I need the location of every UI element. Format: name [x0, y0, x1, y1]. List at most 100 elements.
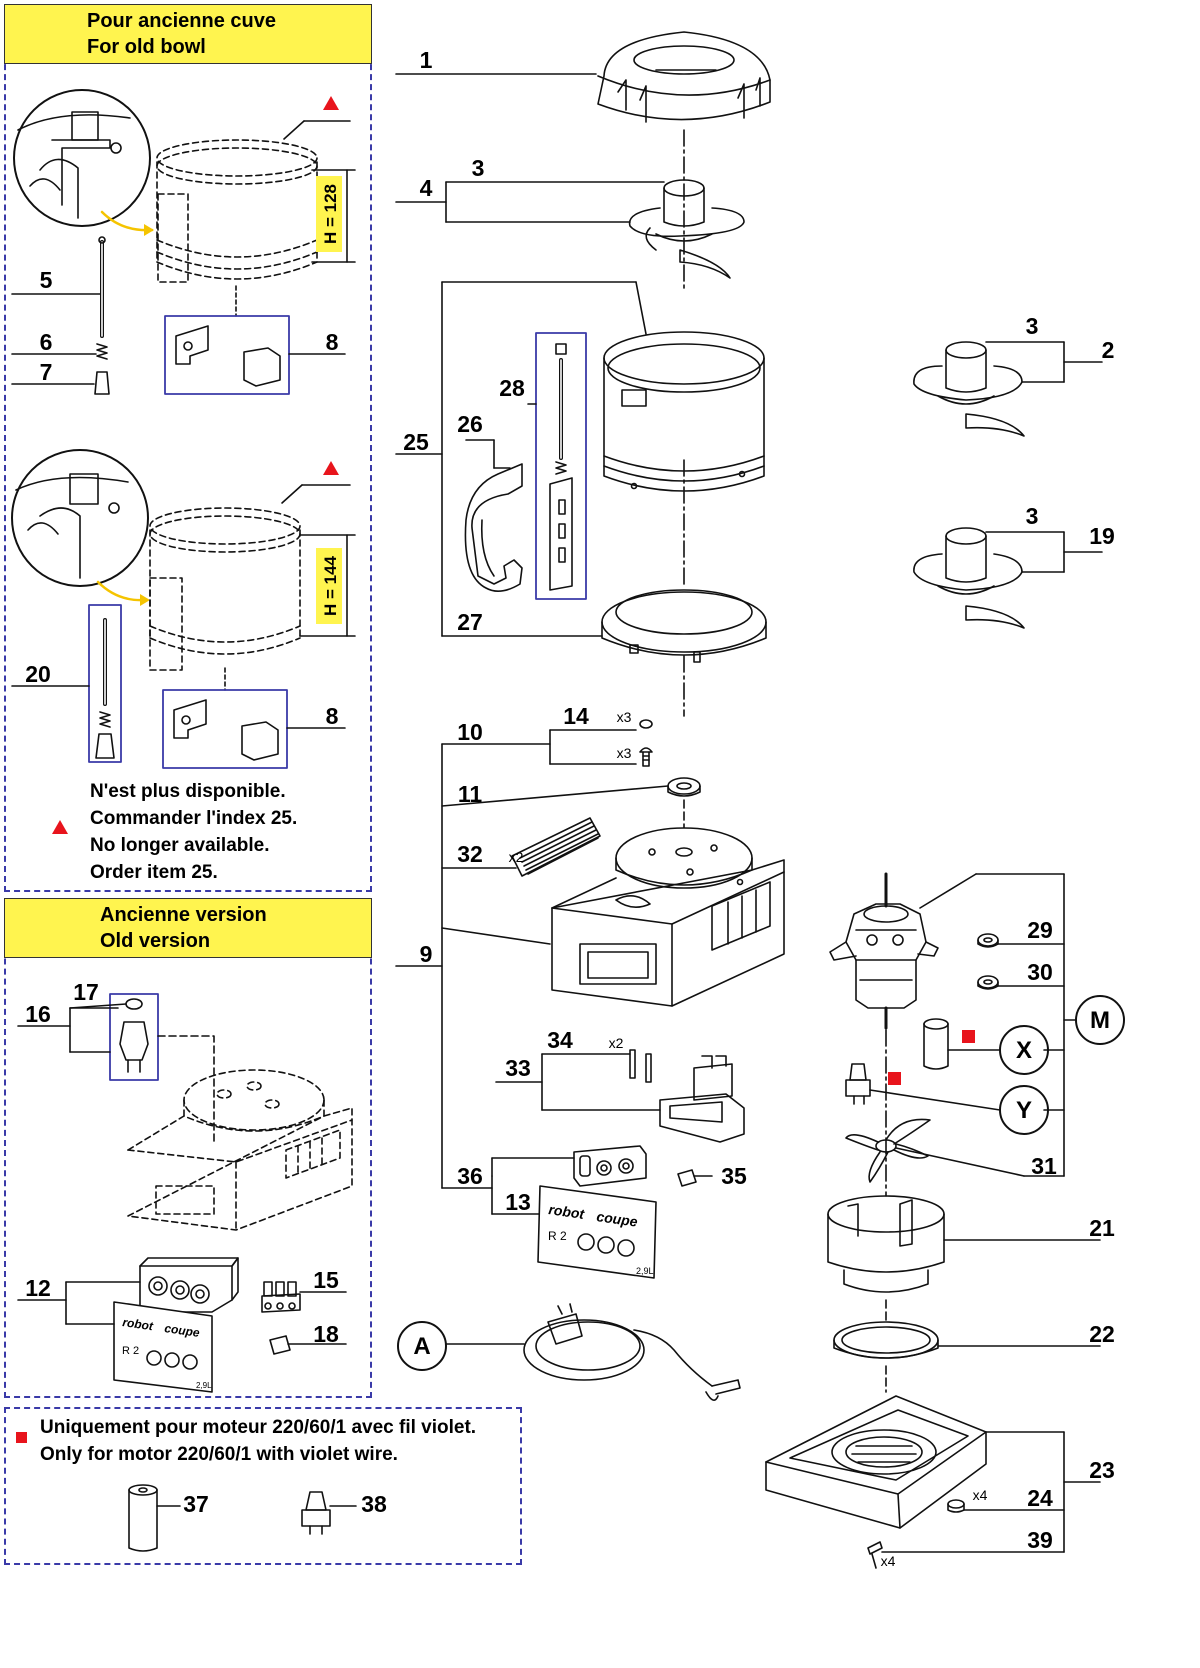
callout-10: 10	[457, 719, 483, 745]
handle-part-26	[464, 463, 523, 592]
old-version-header: Ancienne version Old version	[4, 898, 372, 958]
callout-7: 7	[40, 359, 53, 385]
fan-part-31	[845, 1118, 931, 1183]
motor-housing-part-21	[827, 1195, 945, 1293]
callout-32: 32	[457, 841, 483, 867]
callout-21: 21	[1089, 1215, 1115, 1241]
callout-letter-m: M	[1090, 1007, 1110, 1034]
warning-triangle-icon	[323, 96, 339, 110]
brand-plate-13-capacity: 2,9L	[636, 1266, 654, 1276]
callout-36: 36	[457, 1163, 483, 1189]
motor-note-fr: Uniquement pour moteur 220/60/1 avec fil…	[40, 1417, 477, 1438]
callout-9: 9	[420, 941, 433, 967]
callout-3-blade2: 3	[1026, 313, 1039, 339]
callout-1: 1	[420, 47, 433, 73]
switch-panel-part-36	[573, 1145, 647, 1187]
washer-part-29	[977, 933, 999, 948]
callout-circle-m	[1075, 995, 1125, 1045]
blade-part-2	[913, 341, 1025, 437]
callout-8-old-bowl-1: 8	[326, 329, 339, 355]
callout-35: 35	[721, 1163, 747, 1189]
quantity-32: x2	[509, 849, 524, 865]
bracket-detail-zoom-1	[13, 89, 151, 227]
callout-26: 26	[457, 411, 483, 437]
callout-37: 37	[183, 1491, 209, 1517]
brand-plate-13-model: R 2	[548, 1229, 567, 1243]
callout-34: 34	[547, 1027, 573, 1053]
callout-16: 16	[25, 1001, 51, 1027]
clip-kit-box-2	[162, 689, 288, 769]
callout-23: 23	[1089, 1457, 1115, 1483]
vent-grill-part-32	[511, 817, 601, 877]
callout-22: 22	[1089, 1321, 1115, 1347]
callout-2: 2	[1102, 337, 1115, 363]
old-bowl-title-en: For old bowl	[87, 36, 206, 58]
unavailable-note-line2: Commander l'index 25.	[90, 808, 298, 829]
warning-triangle-icon	[52, 820, 68, 834]
relay-part-38	[301, 1491, 331, 1535]
unavailable-note-line1: N'est plus disponible.	[90, 781, 286, 802]
callout-19: 19	[1089, 523, 1115, 549]
callout-39: 39	[1027, 1527, 1053, 1553]
switch-box-16	[109, 993, 159, 1081]
quantity-39: x4	[881, 1553, 896, 1569]
callout-20: 20	[25, 661, 51, 687]
brand-plate-13-name-right: coupe	[596, 1208, 639, 1230]
switch-part-33	[659, 1055, 745, 1143]
capacitor-part-x	[923, 1018, 949, 1070]
zoom-arrow-icon	[144, 224, 154, 236]
callout-30: 30	[1027, 959, 1053, 985]
quantity-24: x4	[973, 1487, 988, 1503]
callout-3-blade19: 3	[1026, 503, 1039, 529]
callout-3-blade4: 3	[472, 155, 485, 181]
callout-18: 18	[313, 1321, 339, 1347]
motor-assembly	[829, 872, 939, 1030]
shaft-kit-box-28	[535, 332, 587, 600]
callout-circle-a	[397, 1321, 447, 1371]
callout-29: 29	[1027, 917, 1053, 943]
spring-part-6	[96, 343, 108, 360]
brand-plate-old: robot coupe R 2 2,9L	[113, 1301, 213, 1393]
height-label-128: H = 128	[321, 184, 340, 244]
old-bowl-128	[156, 139, 318, 283]
clip-part-35	[677, 1169, 697, 1187]
blade-part-19	[913, 527, 1025, 629]
brand-name-right: coupe	[164, 1321, 201, 1340]
callout-letter-a: A	[413, 1333, 430, 1360]
quantity-34: x2	[609, 1035, 624, 1051]
callout-circle-x	[999, 1025, 1049, 1075]
old-bowl-header: Pour ancienne cuve For old bowl	[4, 4, 372, 64]
callout-5: 5	[40, 267, 53, 293]
callout-12: 12	[25, 1275, 51, 1301]
seal-ring-part-22	[833, 1321, 939, 1359]
old-version-title-en: Old version	[100, 930, 211, 952]
callout-11: 11	[458, 781, 483, 807]
height-label-box-128	[316, 176, 342, 252]
screw-part-39	[867, 1541, 883, 1569]
terminal-block-part-15	[261, 1281, 301, 1313]
shaft-part-28	[549, 343, 573, 591]
callout-24: 24	[1027, 1485, 1053, 1511]
washer-part-14	[639, 719, 653, 729]
brand-plate-13-name-left: robot	[548, 1201, 587, 1222]
nut-part-7	[94, 371, 110, 395]
brand-name-left: robot	[122, 1315, 155, 1333]
old-bowl-144	[149, 507, 301, 671]
blade-assembly-part-4	[628, 179, 745, 279]
quantity-14-washer: x3	[617, 709, 632, 725]
switch-part-16	[119, 998, 149, 1073]
callout-8-old-bowl-2: 8	[326, 703, 339, 729]
clip-part-8a	[175, 325, 281, 387]
foot-part-24	[947, 1499, 965, 1513]
capacitor-part-37	[128, 1484, 158, 1552]
base-ring-part-27	[601, 589, 767, 663]
callout-28: 28	[499, 375, 525, 401]
old-version-title-fr: Ancienne version	[100, 904, 267, 926]
unavailable-note-line4: Order item 25.	[90, 862, 218, 883]
ring-part-11	[667, 777, 701, 797]
brand-capacity: 2,9L	[196, 1381, 212, 1390]
unavailable-note-line3: No longer available.	[90, 835, 270, 856]
motor-note-panel	[4, 1407, 522, 1565]
height-label-box-144	[316, 548, 342, 624]
height-label-144: H = 144	[321, 555, 340, 616]
